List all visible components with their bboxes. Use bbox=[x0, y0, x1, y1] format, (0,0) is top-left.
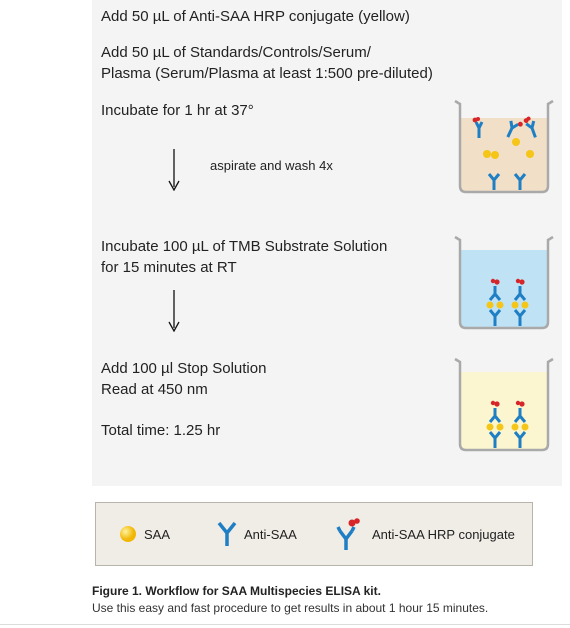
step-incubate-1hr: Incubate for 1 hr at 37° bbox=[101, 102, 254, 119]
legend-item-anti-saa: Anti-SAA bbox=[216, 503, 297, 565]
down-arrow-icon bbox=[168, 149, 180, 191]
step-add-conjugate: Add 50 µL of Anti-SAA HRP conjugate (yel… bbox=[101, 8, 410, 25]
step-stop-solution: Add 100 µl Stop Solution Read at 450 nm bbox=[101, 360, 267, 398]
figure-caption-title: Figure 1. Workflow for SAA Multispecies … bbox=[92, 584, 381, 598]
antibody-icon bbox=[217, 521, 237, 546]
well-step2 bbox=[454, 235, 554, 330]
total-time: Total time: 1.25 hr bbox=[101, 422, 221, 439]
wash-label: aspirate and wash 4x bbox=[210, 158, 333, 173]
legend-item-saa: SAA bbox=[118, 503, 170, 565]
well-step3 bbox=[454, 357, 554, 452]
antibody-icon bbox=[513, 173, 527, 190]
legend-label: Anti-SAA bbox=[244, 526, 297, 542]
step-add-standards: Add 50 µL of Standards/Controls/Serum/ P… bbox=[101, 44, 433, 82]
hrp-conjugate-icon bbox=[336, 518, 360, 550]
antibody-icon bbox=[487, 173, 501, 190]
saa-icon bbox=[491, 151, 499, 159]
step-incubate-tmb: Incubate 100 µL of TMB Substrate Solutio… bbox=[101, 238, 388, 276]
legend-label: Anti-SAA HRP conjugate bbox=[372, 526, 515, 542]
hrp-conjugate-icon bbox=[472, 117, 484, 138]
legend: SAA Anti-SAA Anti-SAA HRP conjugate bbox=[95, 502, 533, 566]
down-arrow-icon bbox=[168, 290, 180, 332]
saa-icon bbox=[483, 150, 491, 158]
saa-icon bbox=[526, 150, 534, 158]
divider bbox=[0, 624, 570, 625]
hrp-conjugate-icon bbox=[506, 120, 523, 138]
legend-label: SAA bbox=[144, 526, 171, 542]
saa-icon bbox=[120, 526, 136, 542]
well-step1 bbox=[454, 99, 554, 194]
hrp-conjugate-icon bbox=[523, 116, 537, 138]
legend-item-hrp-conjugate: Anti-SAA HRP conjugate bbox=[334, 503, 515, 565]
figure-caption-text: Use this easy and fast procedure to get … bbox=[92, 601, 489, 615]
saa-icon bbox=[512, 138, 520, 146]
